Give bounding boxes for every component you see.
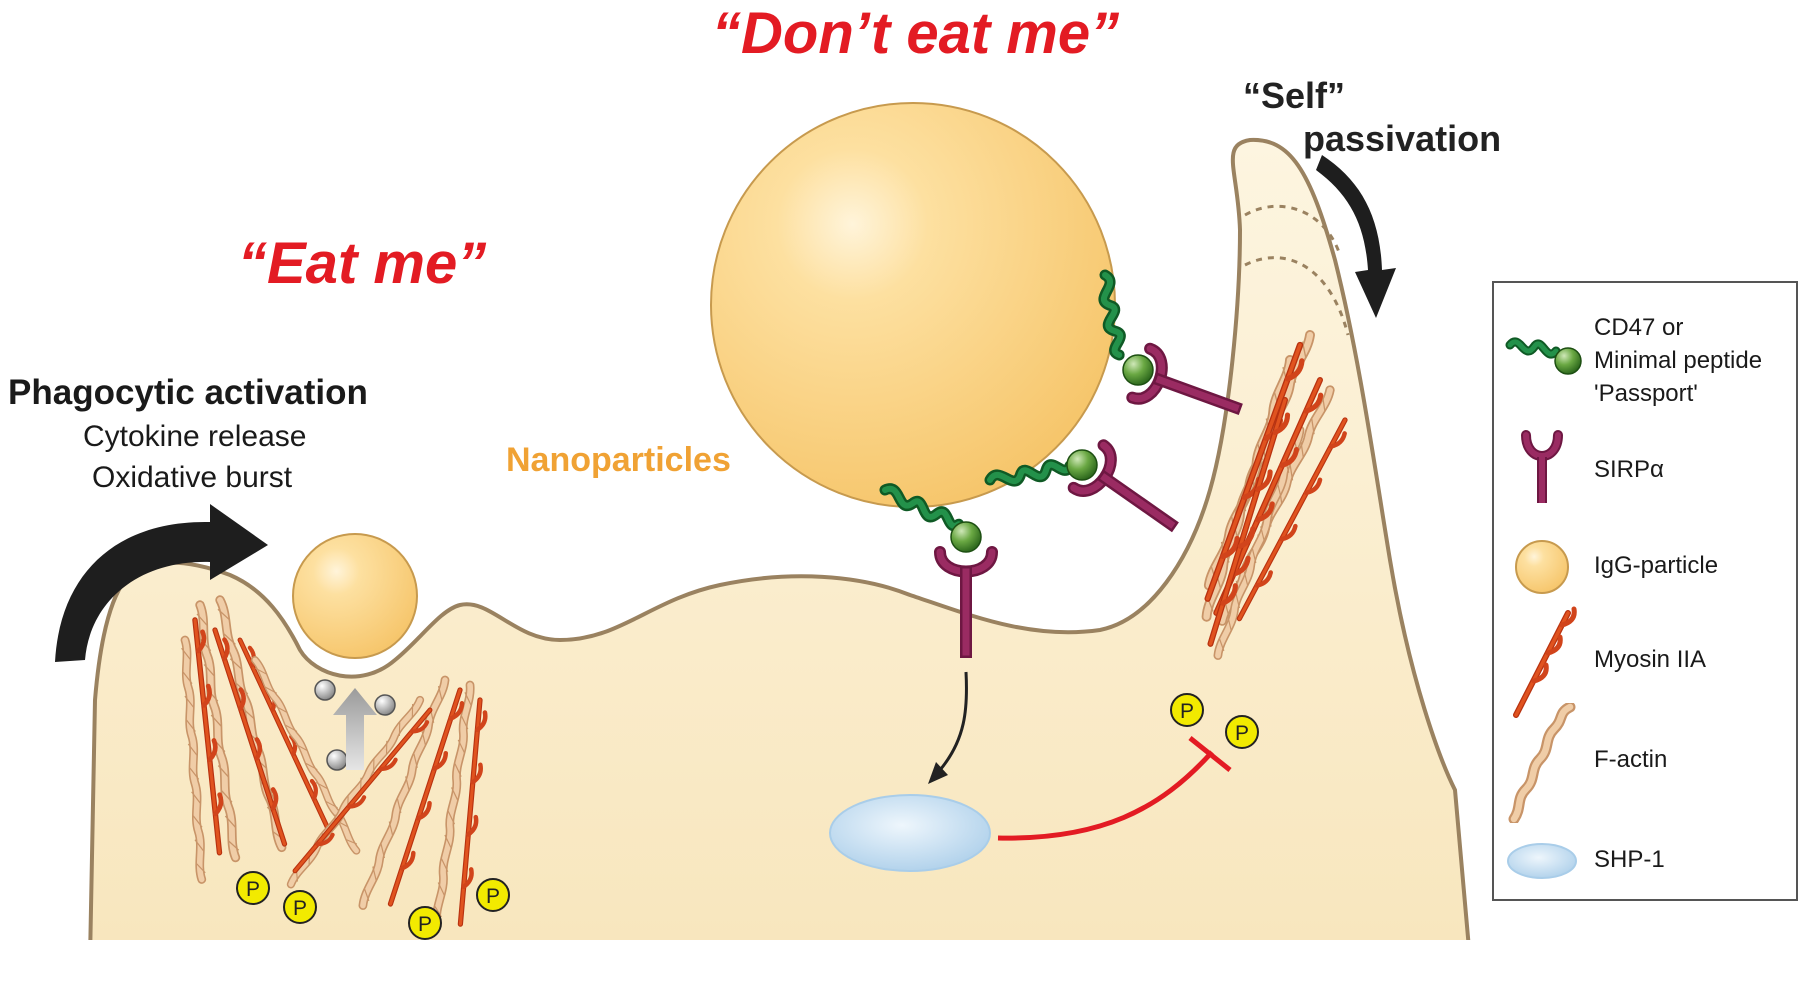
legend-item-shp1: SHP-1 xyxy=(1494,821,1794,901)
inhibition-bar xyxy=(1188,736,1232,772)
cd47-icon xyxy=(1505,337,1582,375)
activation-line-1: Cytokine release xyxy=(83,420,307,453)
f-actin-icon xyxy=(1508,703,1576,823)
phospho-tag: P xyxy=(236,871,270,905)
sirpa-icon xyxy=(1521,430,1563,503)
legend-myosin-label: Myosin IIA xyxy=(1594,646,1707,673)
passivation-label: passivation xyxy=(1303,118,1502,159)
svg-text:P: P xyxy=(293,897,307,920)
secretion-arrow-icon xyxy=(333,688,377,770)
myosin-iia-icon xyxy=(1513,606,1577,718)
shp-1-enzyme xyxy=(829,794,991,872)
signal-arrow xyxy=(938,671,968,771)
cd47-bead xyxy=(950,521,982,553)
legend-box: CD47 or Minimal peptide 'Passport' SIRPα… xyxy=(1492,281,1798,901)
svg-text:P: P xyxy=(1235,722,1249,745)
pseudopod-dotted-outline xyxy=(1244,256,1350,336)
legend-cd47-line-3: 'Passport' xyxy=(1594,380,1698,407)
phospho-tag: P xyxy=(1225,715,1259,749)
legend-item-myosin: Myosin IIA xyxy=(1494,603,1794,718)
cd47-bead xyxy=(1122,354,1154,386)
activation-arrow-icon xyxy=(55,504,268,662)
legend-cd47-line-1: CD47 or xyxy=(1594,314,1684,341)
activation-title: Phagocytic activation xyxy=(8,373,368,412)
svg-text:P: P xyxy=(1180,700,1194,723)
nanoparticle-large xyxy=(710,102,1116,508)
cell-bottom-mask xyxy=(60,940,1510,1002)
phospho-tags: P P P P P P xyxy=(236,693,1259,940)
legend-actin-label: F-actin xyxy=(1594,746,1668,773)
svg-text:P: P xyxy=(486,885,500,908)
granule xyxy=(314,679,336,701)
cd47-sirpa-pair xyxy=(989,445,1185,545)
passivation-arrow-icon xyxy=(1316,155,1396,318)
legend-item-cd47: CD47 or Minimal peptide 'Passport' xyxy=(1494,311,1794,407)
activation-line-2: Oxidative burst xyxy=(92,461,293,494)
legend-shp1-label: SHP-1 xyxy=(1594,846,1665,873)
igg-particle-small xyxy=(292,533,418,659)
legend-item-actin: F-actin xyxy=(1494,703,1794,823)
cd47-bead xyxy=(1066,449,1098,481)
eat-me-title: “Eat me” xyxy=(238,231,487,296)
granule xyxy=(374,694,396,716)
legend-item-sirpa: SIRPα xyxy=(1494,430,1794,511)
phospho-tag: P xyxy=(283,890,317,924)
svg-text:P: P xyxy=(418,913,432,936)
pseudopod-dotted-outline xyxy=(1244,204,1342,256)
legend-cd47-line-2: Minimal peptide xyxy=(1594,347,1763,374)
cd47-sirpa-pair xyxy=(1089,274,1244,432)
dont-eat-me-title: “Don’t eat me” xyxy=(712,1,1120,66)
cd47-sirpa-pair xyxy=(881,487,992,652)
arrowhead-icon xyxy=(928,762,948,784)
macrophage-cell xyxy=(87,137,1473,962)
igg-particle-icon xyxy=(1515,540,1569,594)
shp-1-icon xyxy=(1507,843,1577,879)
phospho-tag: P xyxy=(476,878,510,912)
inhibition-line xyxy=(997,750,1214,841)
nanoparticles-label: Nanoparticles xyxy=(506,441,731,479)
granule xyxy=(326,749,348,771)
legend-sirpa-label: SIRPα xyxy=(1594,456,1664,483)
phospho-tag: P xyxy=(408,906,442,940)
legend-item-igg: IgG-particle xyxy=(1494,527,1794,607)
svg-text:P: P xyxy=(246,878,260,901)
legend-igg-label: IgG-particle xyxy=(1594,552,1719,579)
phospho-tag: P xyxy=(1170,693,1204,727)
self-label: “Self” xyxy=(1243,75,1346,116)
